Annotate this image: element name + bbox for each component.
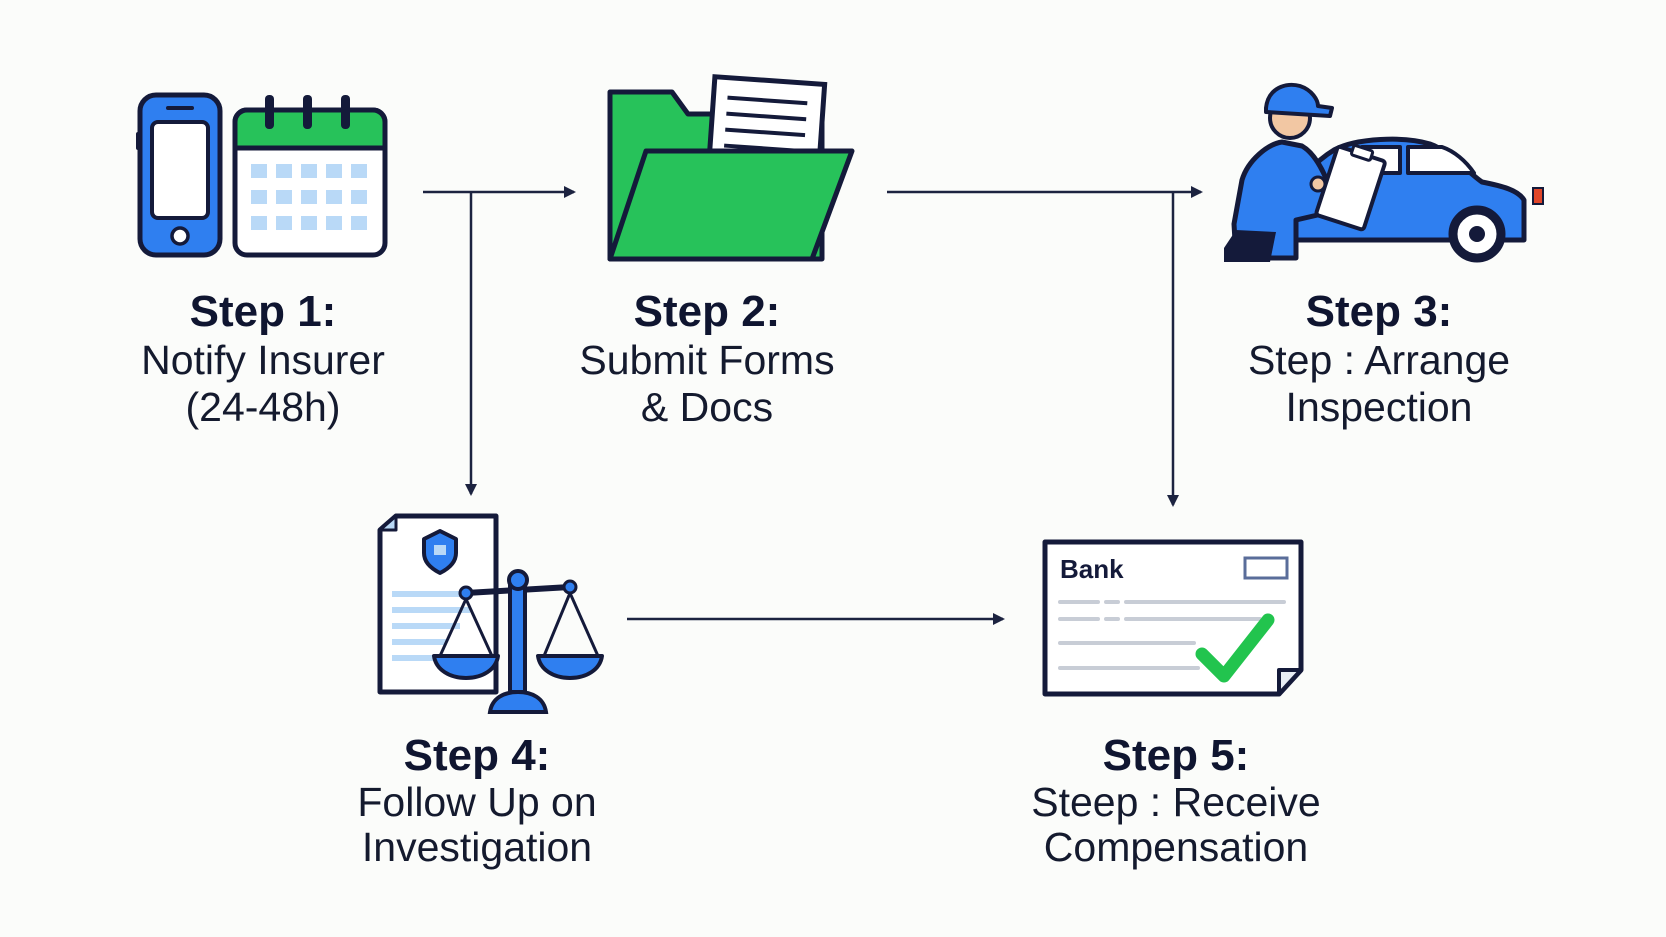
folder-with-documents-icon <box>607 74 855 262</box>
step-1-title: Step 1: <box>189 287 337 336</box>
step-2-line-1: Submit Forms <box>579 337 835 383</box>
step-4-line-1: Follow Up on <box>357 779 597 825</box>
inspector-with-car-icon <box>1224 82 1544 263</box>
step-5-line-2: Compensation <box>1043 824 1309 870</box>
step-2: Step 2: Submit Forms & Docs <box>497 288 917 430</box>
step-1: Step 1: Notify Insurer (24-48h) <box>53 288 473 430</box>
step-4: Step 4: Follow Up on Investigation <box>267 732 687 870</box>
step-5: Step 5: Steep : Receive Compensation <box>966 732 1386 870</box>
step-1-line-1: Notify Insurer <box>141 337 385 383</box>
step-3-title: Step 3: <box>1305 287 1453 336</box>
step-5-title: Step 5: <box>1102 731 1250 780</box>
calendar-icon <box>232 95 388 258</box>
connectors <box>423 186 1203 625</box>
step-1-line-2: (24-48h) <box>185 384 341 430</box>
phone-icon <box>136 92 223 258</box>
step-2-line-2: & Docs <box>640 384 774 430</box>
bank-label: Bank <box>1060 554 1124 584</box>
step-3-line-1: Step : Arrange <box>1247 337 1511 383</box>
step-5-line-1: Steep : Receive <box>1031 779 1321 825</box>
scales-of-justice-icon <box>432 569 604 714</box>
legal-document-icon <box>377 513 499 695</box>
step-2-title: Step 2: <box>633 287 781 336</box>
step-3-line-2: Inspection <box>1285 384 1473 430</box>
bank-check-icon: Bank <box>1042 539 1304 697</box>
step-4-title: Step 4: <box>403 731 551 780</box>
step-3: Step 3: Step : Arrange Inspection <box>1169 288 1589 430</box>
step-4-line-2: Investigation <box>361 824 593 870</box>
